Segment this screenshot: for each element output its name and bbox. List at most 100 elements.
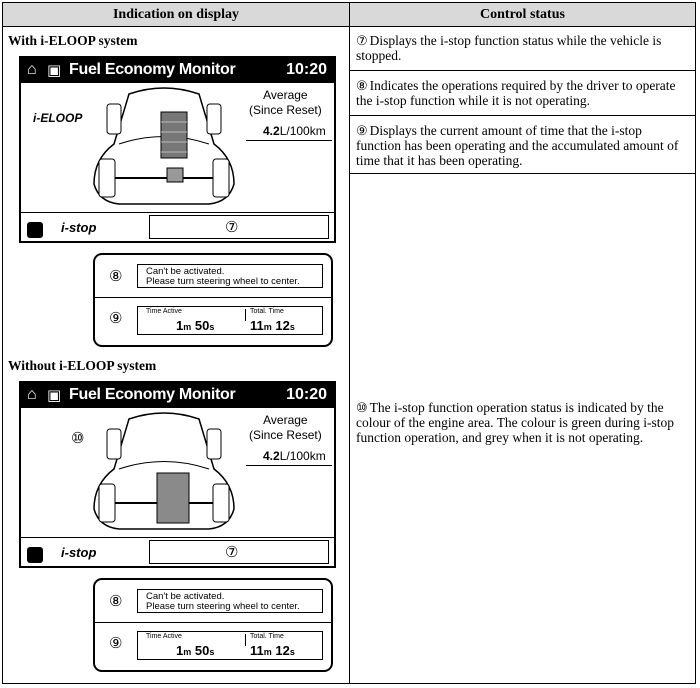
display-title-bar: ⌂ ▣ Fuel Economy Monitor 10:20 (21, 383, 334, 408)
section-without-eloop: Without i-ELOOP system (8, 358, 157, 373)
time-active-seconds: 50 (194, 318, 210, 333)
istop-status-box (149, 215, 329, 239)
time-active-seconds: 50 (194, 643, 210, 658)
total-time-label: Total. Time (250, 633, 284, 640)
average-label: Average (Since Reset) (249, 413, 322, 443)
total-time-label: Total. Time (250, 308, 284, 315)
ref-7-marker: ⑦ (356, 33, 368, 48)
average-label: Average (Since Reset) (249, 88, 322, 118)
time-active-minutes: 1 (176, 643, 184, 658)
ref-10-marker: ⑩ (71, 431, 85, 447)
consumption-unit: L/100km (279, 449, 326, 463)
message-line-1: Can't be activated. (146, 266, 225, 277)
message-line-2: Please turn steering wheel to center. (146, 601, 300, 612)
display-title: Fuel Economy Monitor (69, 61, 236, 78)
total-time-minutes: 11 (250, 643, 264, 658)
ref-7-marker: ⑦ (225, 220, 239, 236)
car-diagram-icon (93, 87, 235, 205)
message-box: Can't be activated. Please turn steering… (137, 264, 323, 288)
average-line-2: (Since Reset) (249, 103, 322, 117)
istop-label: i-stop (61, 220, 97, 235)
time-box: Time Active Total. Time 1m 50s 11m 12s (137, 631, 323, 660)
ref-8-marker: ⑧ (356, 78, 368, 93)
display-panel-eloop: ⌂ ▣ Fuel Economy Monitor 10:20 Average (… (19, 56, 336, 243)
average-line-1: Average (263, 88, 308, 102)
time-active-minutes: 1 (176, 318, 184, 333)
header-indication: Indication on display (3, 3, 349, 27)
total-time-seconds: 12 (275, 318, 290, 333)
callout-divider (95, 622, 331, 623)
chevron-up-icon[interactable] (27, 547, 43, 563)
fuel-pump-icon: ▣ (47, 62, 62, 79)
row-divider (350, 70, 695, 71)
consumption-unit: L/100km (279, 124, 326, 138)
total-time-value: 11m 12s (250, 318, 295, 333)
message-box: Can't be activated. Please turn steering… (137, 589, 323, 613)
unit-seconds: s (289, 322, 295, 332)
time-active-label: Time Active (146, 633, 182, 640)
time-divider (245, 309, 246, 321)
consumption-underline (246, 140, 332, 141)
eloop-label: i-ELOOP (33, 111, 83, 125)
unit-seconds: s (209, 647, 215, 657)
fuel-pump-icon: ▣ (47, 387, 62, 404)
panel-separator (21, 212, 334, 213)
consumption-value: 4.2 (263, 124, 280, 138)
row-divider (350, 115, 695, 116)
ref-7-marker: ⑦ (225, 545, 239, 561)
ref-9-marker: ⑨ (109, 310, 123, 327)
istop-status-box (149, 540, 329, 564)
display-clock: 10:20 (286, 61, 327, 78)
consumption-readout: 4.2L/100km (263, 124, 326, 138)
average-line-1: Average (263, 413, 308, 427)
status-7-text: Displays the i-stop function status whil… (356, 33, 662, 63)
status-10-text: The i-stop function operation status is … (356, 400, 675, 445)
callout-panel-eloop: ⑧ Can't be activated. Please turn steeri… (93, 253, 333, 347)
row-divider (350, 173, 695, 174)
time-box: Time Active Total. Time 1m 50s 11m 12s (137, 306, 323, 335)
ref-9-marker: ⑨ (356, 123, 368, 138)
ref-8-marker: ⑧ (109, 268, 123, 285)
panel-separator (21, 537, 334, 538)
ref-8-marker: ⑧ (109, 593, 123, 610)
average-line-2: (Since Reset) (249, 428, 322, 442)
status-9-text: Displays the current amount of time that… (356, 123, 679, 168)
unit-minutes: m (263, 647, 272, 657)
message-line-1: Can't be activated. (146, 591, 225, 602)
time-divider (245, 634, 246, 646)
ref-9-marker: ⑨ (109, 635, 123, 652)
chevron-up-icon[interactable] (27, 222, 43, 238)
total-time-value: 11m 12s (250, 643, 295, 658)
display-title-bar: ⌂ ▣ Fuel Economy Monitor 10:20 (21, 58, 334, 83)
unit-minutes: m (183, 647, 192, 657)
unit-minutes: m (183, 322, 192, 332)
callout-panel-no-eloop: ⑧ Can't be activated. Please turn steeri… (93, 578, 333, 672)
unit-seconds: s (209, 322, 215, 332)
total-time-seconds: 12 (275, 643, 290, 658)
message-line-2: Please turn steering wheel to center. (146, 276, 300, 287)
header-control-status: Control status (350, 3, 695, 27)
consumption-readout: 4.2L/100km (263, 449, 326, 463)
section-with-eloop: With i-ELOOP system (8, 33, 138, 48)
ref-10-marker: ⑩ (356, 400, 368, 415)
unit-minutes: m (263, 322, 272, 332)
home-icon: ⌂ (27, 61, 37, 78)
time-active-value: 1m 50s (176, 318, 214, 333)
home-icon: ⌂ (27, 386, 37, 403)
display-panel-no-eloop: ⌂ ▣ Fuel Economy Monitor 10:20 ⑩ Average… (19, 381, 336, 568)
display-title: Fuel Economy Monitor (69, 386, 236, 403)
consumption-underline (246, 465, 332, 466)
istop-label: i-stop (61, 545, 97, 560)
column-divider (349, 3, 350, 683)
car-diagram-icon (93, 412, 235, 530)
time-active-value: 1m 50s (176, 643, 214, 658)
total-time-minutes: 11 (250, 318, 264, 333)
unit-seconds: s (289, 647, 295, 657)
status-8-text: Indicates the operations required by the… (356, 78, 676, 108)
consumption-value: 4.2 (263, 449, 280, 463)
